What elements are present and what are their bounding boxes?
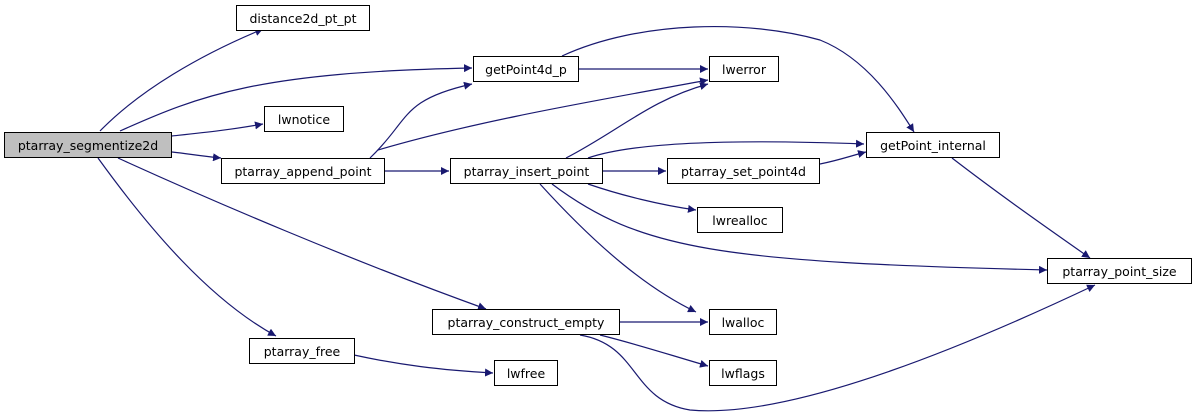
- edge-ptarray_segmentize2d-ptarray_free: [97, 157, 277, 337]
- node-ptarray_append_point[interactable]: ptarray_append_point: [221, 158, 385, 184]
- edge-ptarray_segmentize2d-getPoint4d_p: [119, 64, 473, 132]
- edge-getPoint4d_p-getPoint_internal: [561, 25, 915, 133]
- node-lwfree[interactable]: lwfree: [494, 360, 558, 386]
- node-ptarray_construct_empty[interactable]: ptarray_construct_empty: [432, 309, 620, 335]
- edge-getPoint_internal-ptarray_point_size: [951, 157, 1091, 259]
- edge-ptarray_construct_empty-lwflags: [599, 334, 709, 368]
- edge-ptarray_set_point4d-getPoint_internal: [819, 150, 867, 165]
- node-getPoint_internal[interactable]: getPoint_internal: [866, 132, 1000, 158]
- edge-ptarray_append_point-lwerror: [377, 77, 709, 151]
- node-ptarray_set_point4d[interactable]: ptarray_set_point4d: [667, 158, 820, 184]
- edge-ptarray_segmentize2d-ptarray_append_point: [171, 151, 222, 162]
- node-lwerror[interactable]: lwerror: [709, 56, 779, 82]
- node-getPoint4d_p[interactable]: getPoint4d_p: [473, 56, 579, 82]
- edge-ptarray_insert_point-lwalloc: [539, 183, 697, 313]
- node-lwnotice[interactable]: lwnotice: [264, 106, 344, 132]
- edge-ptarray_segmentize2d-ptarray_construct_empty: [117, 157, 487, 311]
- edge-ptarray_segmentize2d-lwnotice: [171, 121, 264, 137]
- node-ptarray_free[interactable]: ptarray_free: [249, 338, 355, 364]
- node-lwrealloc[interactable]: lwrealloc: [697, 207, 783, 233]
- node-lwflags[interactable]: lwflags: [709, 360, 777, 386]
- node-lwalloc[interactable]: lwalloc: [709, 309, 777, 335]
- edge-ptarray_insert_point-lwrealloc: [587, 183, 697, 213]
- edge-ptarray_insert_point-getPoint_internal: [587, 139, 865, 159]
- edge-ptarray_construct_empty-ptarray_point_size: [579, 284, 1096, 412]
- edge-ptarray_insert_point-lwerror: [565, 82, 709, 159]
- node-ptarray_point_size[interactable]: ptarray_point_size: [1047, 258, 1192, 284]
- node-distance2d_pt_pt[interactable]: distance2d_pt_pt: [236, 5, 370, 31]
- edge-ptarray_free-lwfree: [353, 354, 494, 377]
- edge-ptarray_insert_point-ptarray_point_size: [551, 183, 1048, 274]
- edge-ptarray_segmentize2d-distance2d_pt_pt: [99, 28, 264, 132]
- node-ptarray_insert_point[interactable]: ptarray_insert_point: [450, 158, 603, 184]
- edge-ptarray_append_point-getPoint4d_p: [369, 81, 473, 159]
- node-ptarray_segmentize2d: ptarray_segmentize2d: [4, 132, 172, 158]
